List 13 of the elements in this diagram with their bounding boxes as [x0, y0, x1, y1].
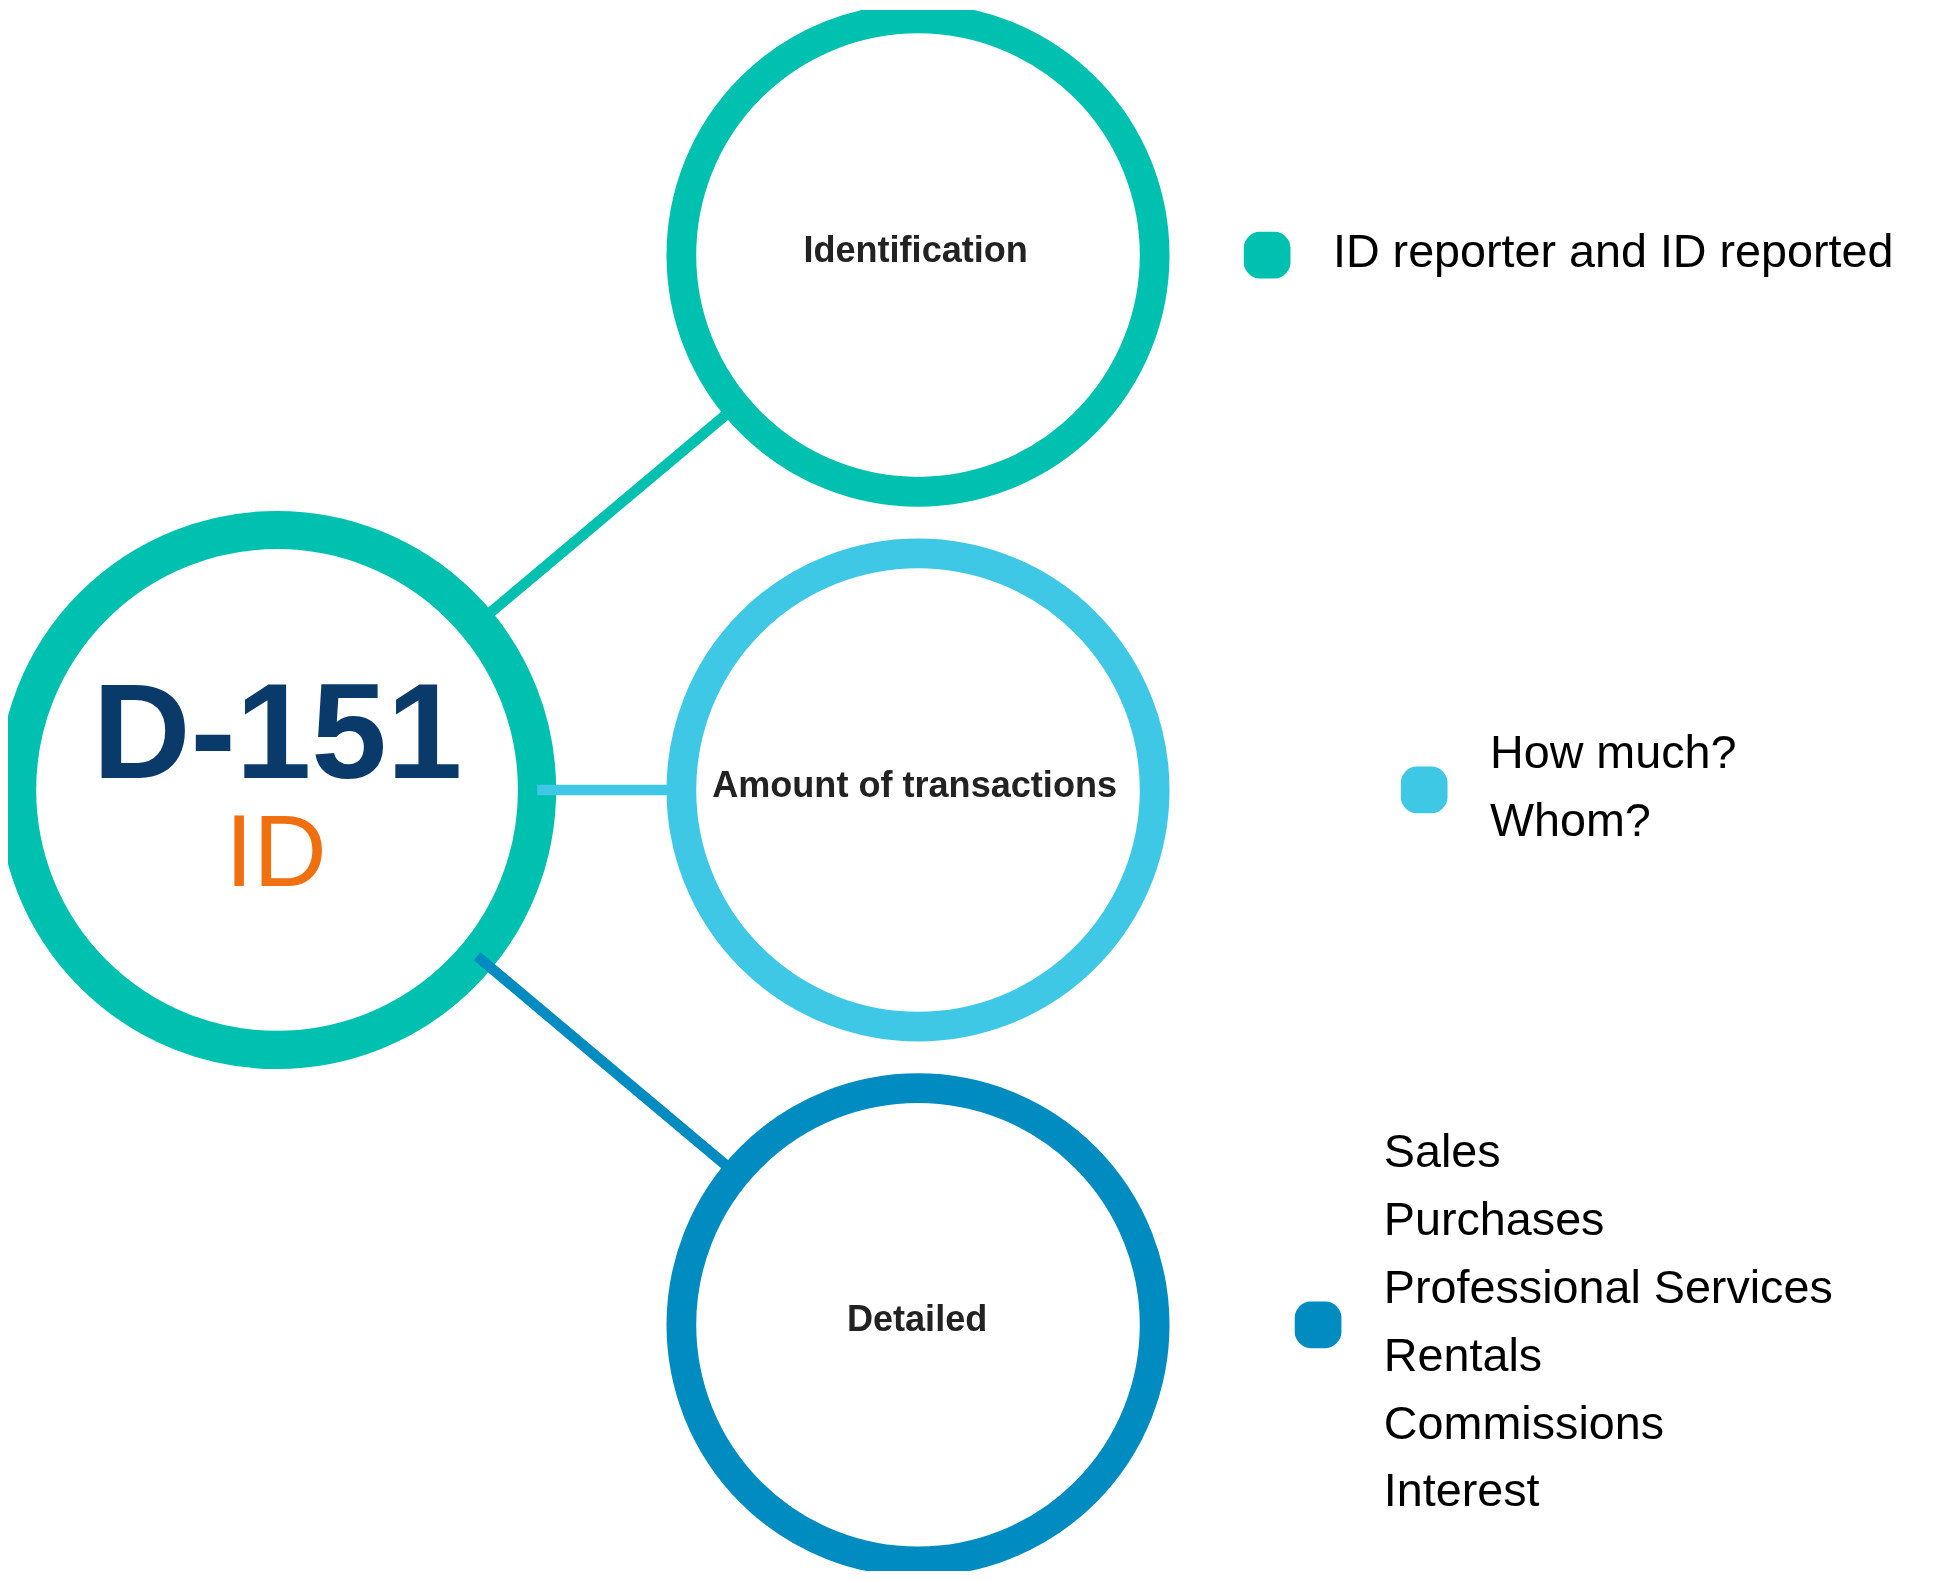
- node-label: Commissions: [1383, 1396, 1665, 1449]
- node-circle: Amount of transactions: [666, 538, 1170, 1042]
- node-label: Professional Services: [1383, 1260, 1833, 1313]
- node-label: Sales: [1383, 1124, 1501, 1177]
- node-circle: Identification: [666, 10, 1170, 507]
- node-label: ID reporter and ID reported: [1332, 225, 1894, 278]
- node-circle: D-151 ID: [8, 510, 557, 1070]
- node-label: Interest: [1383, 1464, 1540, 1517]
- node-circle: Detailed: [666, 1073, 1170, 1571]
- node-label: Whom?: [1489, 793, 1651, 846]
- node-label: How much?: [1489, 725, 1737, 778]
- node-label: Purchases: [1383, 1192, 1605, 1245]
- node-label: Rentals: [1383, 1328, 1543, 1381]
